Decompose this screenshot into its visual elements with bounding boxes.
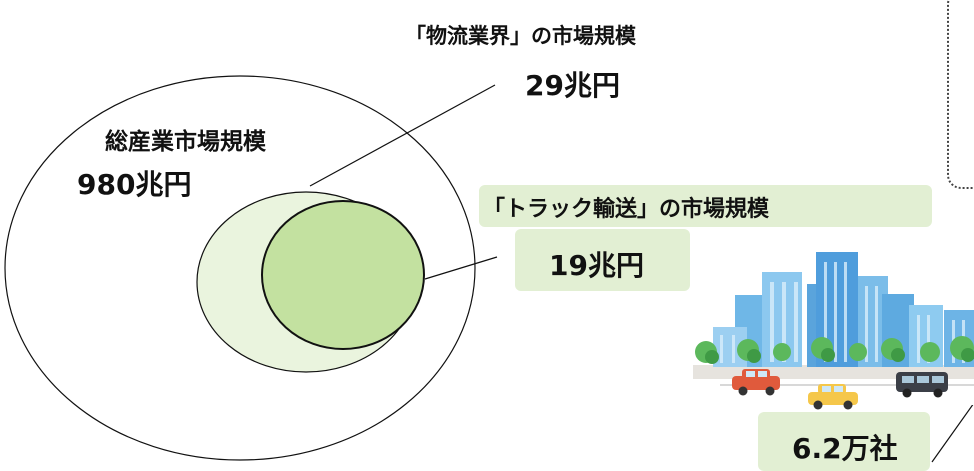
companies-leader-line [931, 402, 974, 463]
truck-market-value: 19兆円 [549, 249, 644, 282]
total-market-label: 総産業市場規模 [105, 129, 266, 155]
truck-market-ellipse [261, 200, 425, 350]
companies-value-box [758, 412, 930, 471]
city-buildings-with-cars-icon [693, 252, 974, 410]
logistics-leader-line [309, 84, 496, 187]
logistics-market-value: 29兆円 [525, 69, 620, 102]
logistics-market-label: 「物流業界」の市場規模 [405, 24, 636, 48]
truck-market-value-box [515, 229, 690, 291]
side-note-box [947, 0, 974, 189]
companies-value: 6.2万社 [792, 432, 898, 465]
total-market-value: 980兆円 [77, 168, 192, 201]
truck-market-label-box [479, 185, 932, 227]
truck-market-label: 「トラック輸送」の市場規模 [483, 197, 770, 222]
truck-leader-line [424, 256, 498, 280]
